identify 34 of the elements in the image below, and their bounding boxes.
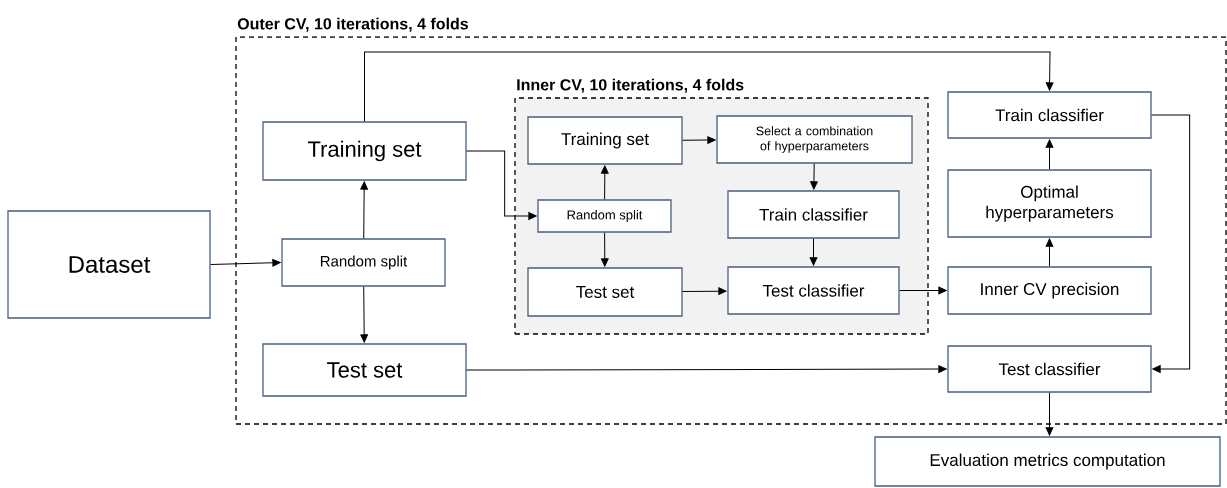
process-box: Optimal hyperparameters — [947, 169, 1152, 238]
node-label: Inner CV, 10 iterations, 4 folds — [517, 78, 744, 93]
process-box: Test classifier — [947, 345, 1152, 393]
arrow — [600, 165, 609, 200]
arrow — [360, 286, 369, 343]
process-box: Training set — [527, 116, 683, 165]
process-box: Train classifier — [727, 190, 900, 239]
process-box: Random split — [281, 238, 446, 287]
arrow — [1151, 114, 1191, 373]
node-label: Outer CV, 10 iterations, 4 folds — [237, 17, 469, 32]
process-box: Test classifier — [727, 266, 900, 315]
process-box: Inner CV precision — [947, 266, 1152, 315]
arrow — [682, 136, 716, 144]
arrow — [466, 365, 947, 373]
process-box: Training set — [262, 121, 467, 181]
process-box: Test set — [262, 343, 467, 397]
arrow — [1045, 139, 1054, 170]
arrow — [1045, 238, 1054, 267]
arrow — [360, 181, 368, 239]
process-box: Random split — [537, 199, 672, 233]
arrow — [1045, 392, 1054, 436]
process-box: Test set — [527, 267, 683, 317]
arrow — [364, 51, 1054, 122]
arrow — [809, 238, 818, 266]
arrow — [466, 150, 537, 220]
arrow — [899, 286, 947, 295]
arrow — [682, 287, 727, 296]
arrow — [210, 258, 281, 267]
process-box: Dataset — [7, 210, 211, 319]
process-box: Evaluation metrics computation — [874, 436, 1221, 487]
process-box: Train classifier — [947, 91, 1152, 139]
arrow — [600, 232, 609, 267]
arrow — [810, 163, 818, 190]
process-box: Select a combination of hyperparameters — [716, 115, 913, 164]
